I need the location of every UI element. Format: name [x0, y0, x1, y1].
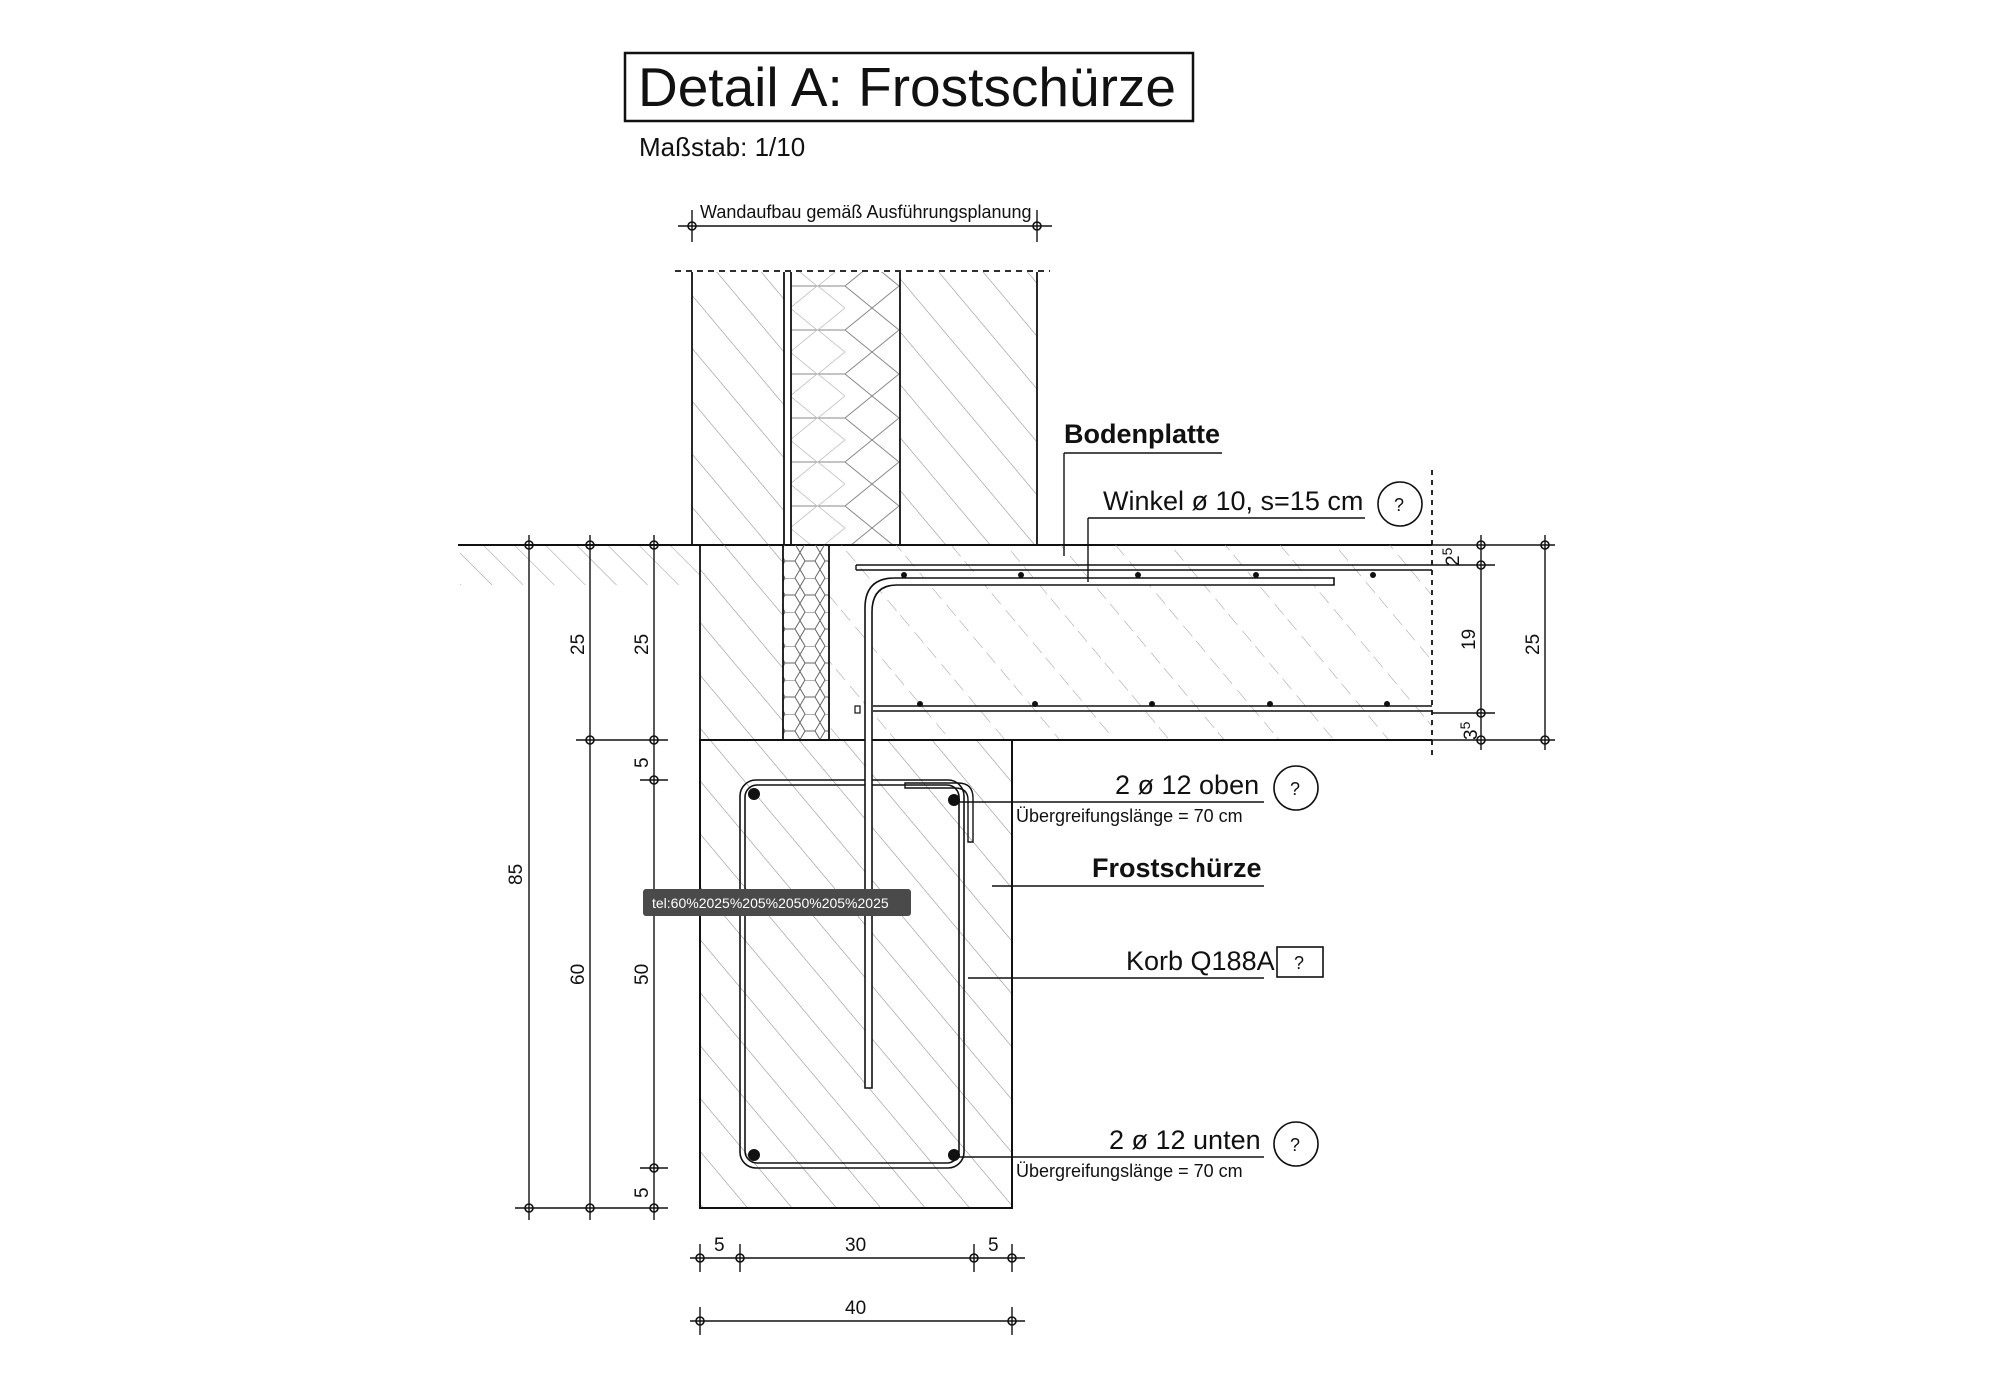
- wall-note-dimension: Wandaufbau gemäß Ausführungsplanung: [678, 202, 1052, 242]
- callout-frostschuerze: Frostschürze: [992, 853, 1264, 887]
- label-unten-sub: Übergreifungslänge = 70 cm: [1016, 1161, 1243, 1181]
- label-oben: 2 ø 12 oben: [1115, 770, 1259, 800]
- dim-bottom-5-right: 5: [988, 1235, 999, 1256]
- callout-winkel: Winkel ø 10, s=15 cm ?: [1087, 481, 1423, 582]
- dim-right-3: 35: [1457, 721, 1482, 740]
- frost-apron: [699, 577, 1335, 1209]
- dim-right-2: 25: [1439, 547, 1464, 566]
- scale-label: Maßstab: 1/10: [639, 132, 805, 162]
- link-tooltip: tel:60%2025%205%2050%205%2025: [643, 889, 911, 916]
- unten-query-text: ?: [1290, 1135, 1300, 1155]
- dim-upper-25: 25: [568, 634, 589, 655]
- tooltip-text: tel:60%2025%205%2050%205%2025: [652, 895, 889, 911]
- dim-cover-top: 5: [632, 757, 653, 768]
- winkel-query-marker: [1377, 481, 1423, 527]
- left-dimensions: [515, 535, 668, 1220]
- callout-korb: Korb Q188A ?: [968, 946, 1324, 979]
- label-oben-sub: Übergreifungslänge = 70 cm: [1016, 806, 1243, 826]
- bottom-dimensions: [690, 1244, 1025, 1335]
- dim-right-19: 19: [1459, 629, 1480, 650]
- callout-unten: 2 ø 12 unten Übergreifungslänge = 70 cm …: [958, 1121, 1319, 1181]
- korb-query-marker: [1276, 946, 1324, 978]
- unten-query-marker: [1273, 1121, 1319, 1167]
- winkel-query-text: ?: [1394, 495, 1404, 515]
- label-frostschuerze: Frostschürze: [1092, 853, 1262, 883]
- dim-bottom-5-left: 5: [714, 1235, 725, 1256]
- label-bodenplatte: Bodenplatte: [1064, 419, 1220, 449]
- callout-bodenplatte: Bodenplatte: [1063, 419, 1222, 556]
- dim-bottom-40: 40: [845, 1298, 866, 1319]
- dim-slab-25: 25: [632, 634, 653, 655]
- label-korb: Korb Q188A: [1126, 946, 1275, 976]
- wall: [675, 270, 1050, 544]
- dim-right-2-sup: 5: [1439, 547, 1455, 555]
- label-winkel: Winkel ø 10, s=15 cm: [1103, 486, 1363, 516]
- korb-query-text: ?: [1294, 953, 1304, 973]
- oben-query-text: ?: [1290, 779, 1300, 799]
- dim-total-depth: 85: [506, 864, 527, 885]
- drawing-title: Detail A: Frostschürze: [638, 56, 1176, 118]
- title-block: Detail A: Frostschürze Maßstab: 1/10: [623, 51, 1195, 162]
- dim-inner-50: 50: [632, 964, 653, 985]
- oben-query-marker: [1273, 765, 1319, 811]
- dim-right-25: 25: [1523, 634, 1544, 655]
- label-unten: 2 ø 12 unten: [1109, 1125, 1261, 1155]
- dim-lower-60: 60: [568, 964, 589, 985]
- dim-cover-bottom: 5: [632, 1187, 653, 1198]
- dim-right-3-sup: 5: [1457, 721, 1473, 729]
- callout-oben: 2 ø 12 oben Übergreifungslänge = 70 cm ?: [958, 765, 1319, 826]
- wall-note: Wandaufbau gemäß Ausführungsplanung: [700, 202, 1032, 222]
- dim-bottom-30: 30: [845, 1235, 866, 1256]
